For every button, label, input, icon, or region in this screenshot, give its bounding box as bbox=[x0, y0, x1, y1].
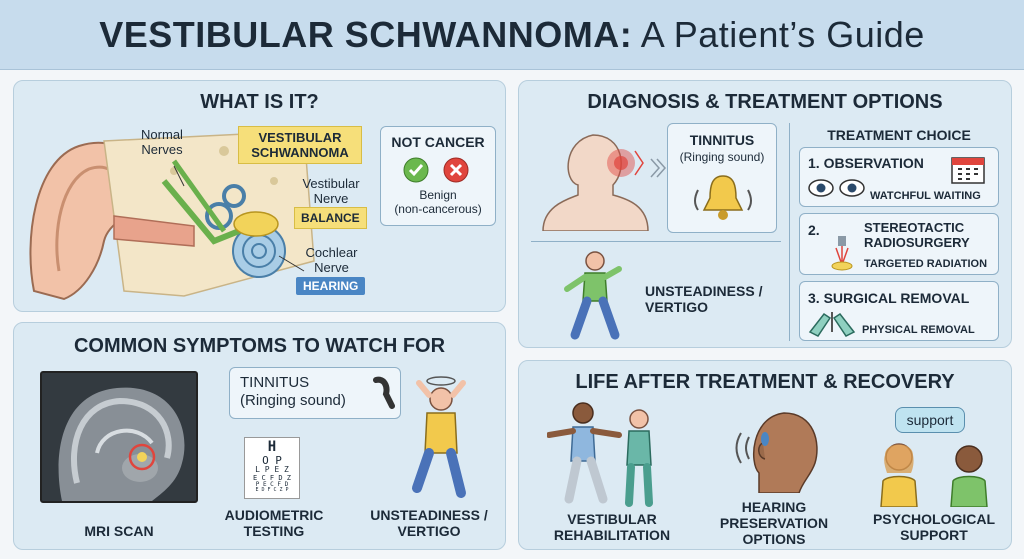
eye-row: H bbox=[267, 439, 277, 455]
check-icon bbox=[403, 157, 429, 183]
treatment-choice-label: TREATMENT CHOICE bbox=[827, 127, 971, 143]
eye-row: P E C F D bbox=[255, 480, 289, 488]
bell-icon bbox=[692, 170, 754, 224]
balance-tag: BALANCE bbox=[294, 207, 367, 229]
eye-row: L P E Z bbox=[255, 465, 289, 475]
eye-row: E D F C Z P bbox=[255, 487, 289, 494]
radiosurgery-label: STEREOTACTIC RADIOSURGERY bbox=[864, 220, 970, 250]
diag-tinnitus-box: TINNITUS (Ringing sound) bbox=[667, 123, 777, 233]
eye-chart-icon: H O P L P E Z E C F D Z P E C F D E D F … bbox=[244, 437, 300, 499]
not-cancer-box: NOT CANCER Benign (non-cancerous) bbox=[380, 126, 496, 226]
symptom-unsteadiness-label: UNSTEADINESS / VERTIGO bbox=[370, 507, 488, 540]
psychological-support-illustration bbox=[880, 443, 988, 507]
support-bubble-text: support bbox=[906, 412, 954, 428]
sound-wave-icon bbox=[650, 158, 667, 178]
calendar-icon bbox=[950, 154, 986, 184]
mri-label: MRI SCAN bbox=[84, 523, 154, 539]
hearing-preservation-label: HEARING PRESERVATION OPTIONS bbox=[719, 499, 829, 548]
benign-label: Benign (non-cancerous) bbox=[394, 188, 482, 216]
symptoms-panel: COMMON SYMPTOMS TO WATCH FOR MRI SCAN TI… bbox=[13, 322, 506, 550]
diagnosis-title: DIAGNOSIS & TREATMENT OPTIONS bbox=[587, 91, 943, 113]
treatment-observation: 1. OBSERVATION WATCHFUL WAITING bbox=[799, 147, 999, 207]
eye-chart-text: H O P L P E Z E C F D Z P E C F D E D F … bbox=[245, 440, 299, 494]
recovery-panel: LIFE AFTER TREATMENT & RECOVERY VESTIBUL… bbox=[518, 360, 1012, 550]
radiation-beam-icon bbox=[824, 236, 860, 272]
ear-tool-icon bbox=[370, 376, 398, 412]
mri-image bbox=[40, 371, 198, 503]
hearing-aid-illustration bbox=[735, 412, 818, 493]
psych-support-label: PSYCHOLOGICAL SUPPORT bbox=[872, 511, 996, 544]
walking-person-illustration bbox=[564, 251, 622, 340]
what-is-it-panel: WHAT IS IT? Normal Nerves VESTIBULAR SCH… bbox=[13, 80, 506, 312]
cross-icon bbox=[443, 157, 469, 183]
eye-row: E C F D Z bbox=[253, 473, 291, 482]
surgical-hands-icon bbox=[806, 308, 858, 338]
what-is-it-title: WHAT IS IT? bbox=[200, 91, 319, 113]
audiometric-label: AUDIOMETRIC TESTING bbox=[224, 507, 324, 540]
rehabilitation-illustration bbox=[547, 402, 653, 507]
diagnosis-panel: DIAGNOSIS & TREATMENT OPTIONS TINNITUS (… bbox=[518, 80, 1012, 348]
treatment-radiosurgery: 2. STEREOTACTIC RADIOSURGERY TARGETED RA… bbox=[799, 213, 999, 275]
dizzy-person-illustration bbox=[412, 376, 466, 498]
support-bubble: support bbox=[895, 407, 965, 433]
diag-unsteadiness-label: UNSTEADINESS / VERTIGO bbox=[645, 283, 763, 316]
diag-tinnitus-sub: (Ringing sound) bbox=[679, 150, 765, 164]
surgery-sub: PHYSICAL REMOVAL bbox=[862, 324, 975, 336]
tinnitus-box: TINNITUS (Ringing sound) bbox=[229, 367, 401, 419]
page-title: VESTIBULAR SCHWANNOMA: A Patient’s Guide bbox=[99, 13, 925, 55]
radiosurgery-number: 2. bbox=[808, 222, 820, 238]
treatment-surgery: 3. SURGICAL REMOVAL PHYSICAL REMOVAL bbox=[799, 281, 999, 341]
not-cancer-label: NOT CANCER bbox=[391, 134, 485, 150]
radiosurgery-sub: TARGETED RADIATION bbox=[864, 258, 988, 270]
symptoms-title: COMMON SYMPTOMS TO WATCH FOR bbox=[73, 335, 446, 357]
head-silhouette-illustration bbox=[542, 134, 649, 231]
observation-label: 1. OBSERVATION bbox=[808, 155, 924, 171]
observation-sub: WATCHFUL WAITING bbox=[870, 190, 981, 202]
eye-row: O P bbox=[262, 453, 282, 467]
diag-tinnitus-label: TINNITUS bbox=[689, 132, 755, 148]
normal-nerves-label: Normal Nerves bbox=[141, 127, 183, 157]
title-bar: VESTIBULAR SCHWANNOMA: A Patient’s Guide bbox=[0, 0, 1024, 70]
tinnitus-label: TINNITUS (Ringing sound) bbox=[240, 374, 346, 409]
recovery-title: LIFE AFTER TREATMENT & RECOVERY bbox=[575, 371, 955, 393]
horizontal-divider bbox=[531, 241, 781, 242]
eyes-icon bbox=[808, 178, 866, 198]
surgery-label: 3. SURGICAL REMOVAL bbox=[808, 290, 970, 306]
cochlear-nerve-label: Cochlear Nerve bbox=[305, 245, 358, 275]
hearing-tag: HEARING bbox=[296, 277, 366, 295]
vestibular-nerve-label: Vestibular Nerve bbox=[302, 176, 360, 206]
vertical-divider bbox=[789, 123, 790, 341]
tumor-label: VESTIBULAR SCHWANNOMA bbox=[238, 126, 362, 164]
rehab-label: VESTIBULAR REHABILITATION bbox=[553, 511, 671, 544]
